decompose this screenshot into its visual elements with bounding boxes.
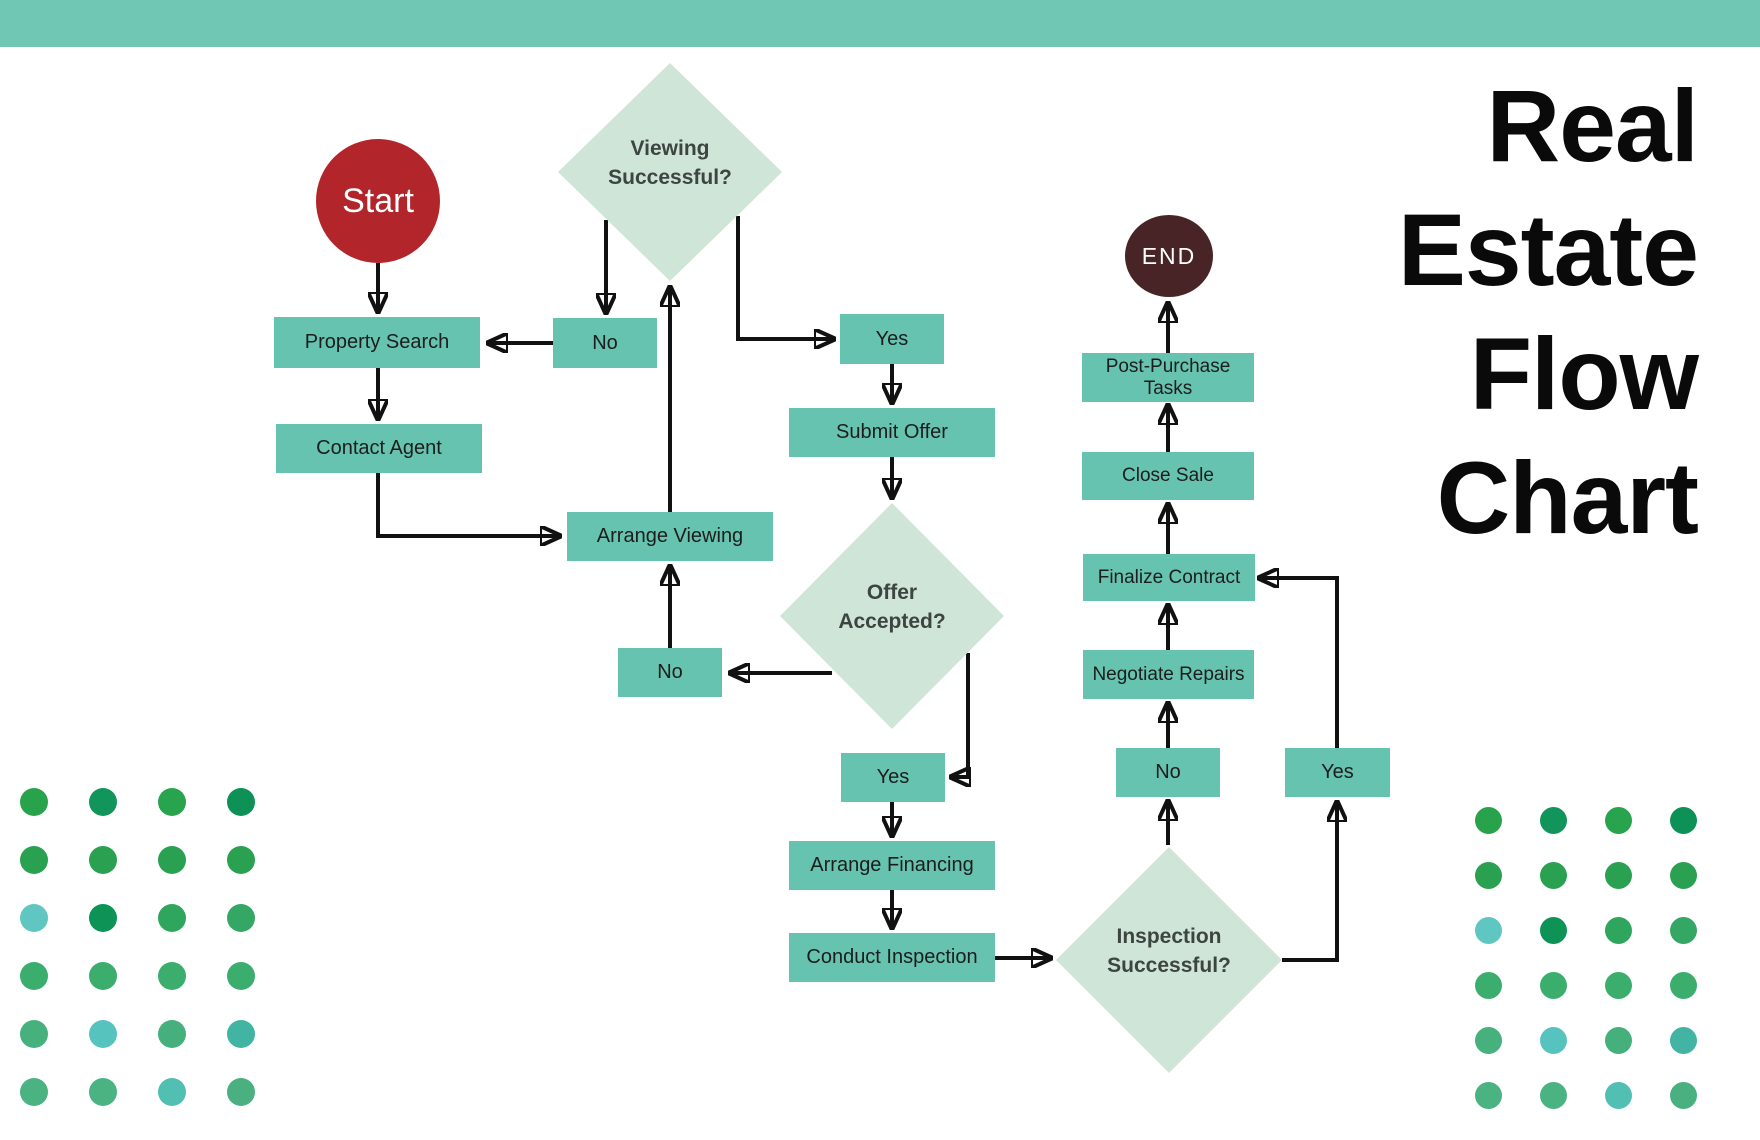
dot: [227, 1020, 255, 1048]
decorative-dot-grid-right: [1475, 807, 1697, 1109]
dot: [89, 1078, 117, 1106]
viewing-decision-label: Viewing Successful?: [608, 137, 732, 189]
dot: [1475, 1027, 1502, 1054]
dot: [1670, 807, 1697, 834]
close-sale-node: Close Sale: [1082, 452, 1254, 500]
start-label: Start: [342, 181, 414, 220]
dot: [158, 962, 186, 990]
dot: [20, 1020, 48, 1048]
dot: [1540, 1082, 1567, 1109]
arrange-viewing-node: Arrange Viewing: [567, 512, 773, 561]
property-search-node: Property Search: [274, 317, 480, 368]
end-node: END: [1125, 215, 1213, 297]
page-title: Real Estate Flow Chart: [1397, 64, 1699, 560]
decorative-dot-grid-left: [20, 788, 255, 1106]
dot: [1475, 862, 1502, 889]
viewing-yes-node: Yes: [840, 314, 944, 364]
dot: [227, 904, 255, 932]
dot: [227, 788, 255, 816]
dot: [1540, 972, 1567, 999]
dot: [1540, 862, 1567, 889]
title-line: Flow: [1469, 317, 1699, 431]
arrow-yes-to-finalize-contract: [1259, 578, 1339, 748]
dot: [1605, 1082, 1632, 1109]
dot: [1475, 1082, 1502, 1109]
arrow-inspection-decision-to-yes: [1282, 802, 1337, 962]
diamond-shape: [558, 63, 782, 281]
diamond-shape: [1056, 847, 1282, 1073]
inspection-decision-label: Inspection Successful?: [1107, 925, 1231, 977]
dot: [89, 962, 117, 990]
dot: [158, 788, 186, 816]
dot: [1605, 862, 1632, 889]
end-label: END: [1141, 242, 1197, 269]
dot: [227, 962, 255, 990]
dot: [1605, 972, 1632, 999]
dot: [227, 1078, 255, 1106]
dot: [89, 846, 117, 874]
post-purchase-label: Post-Purchase Tasks: [1105, 355, 1231, 399]
dot: [158, 1020, 186, 1048]
dot: [20, 904, 48, 932]
title-line: Estate: [1397, 193, 1699, 307]
negotiate-repairs-node: Negotiate Repairs: [1083, 650, 1254, 699]
offer-no-node: No: [618, 648, 722, 697]
viewing-decision: Viewing Successful?: [558, 63, 782, 281]
header-bar: [0, 0, 1760, 47]
dot: [1540, 1027, 1567, 1054]
dot: [1540, 917, 1567, 944]
dot: [1475, 917, 1502, 944]
dot: [1540, 807, 1567, 834]
dot: [20, 788, 48, 816]
dot: [20, 846, 48, 874]
dot: [1605, 807, 1632, 834]
dot: [1670, 972, 1697, 999]
diamond-shape: [780, 503, 1004, 729]
dot: [89, 904, 117, 932]
post-purchase-tasks-node: Post-Purchase Tasks: [1082, 353, 1254, 402]
dot: [158, 1078, 186, 1106]
contact-agent-node: Contact Agent: [276, 424, 482, 473]
viewing-no-node: No: [553, 318, 657, 368]
dot: [20, 1078, 48, 1106]
arrow-contact-agent-to-arrange-viewing: [376, 473, 560, 536]
dot: [89, 788, 117, 816]
submit-offer-node: Submit Offer: [789, 408, 995, 457]
finalize-contract-node: Finalize Contract: [1083, 554, 1255, 601]
dot: [1670, 1082, 1697, 1109]
dot: [1605, 1027, 1632, 1054]
inspection-yes-node: Yes: [1285, 748, 1390, 797]
offer-yes-node: Yes: [841, 753, 945, 802]
start-node: Start: [316, 139, 440, 263]
conduct-inspection-node: Conduct Inspection: [789, 933, 995, 982]
dot: [227, 846, 255, 874]
dot: [89, 1020, 117, 1048]
dot: [158, 904, 186, 932]
dot: [158, 846, 186, 874]
dot: [1670, 1027, 1697, 1054]
dot: [1475, 807, 1502, 834]
dot: [1670, 862, 1697, 889]
dot: [1605, 917, 1632, 944]
dot: [1475, 972, 1502, 999]
offer-decision-label: Offer Accepted?: [838, 581, 946, 633]
dot: [20, 962, 48, 990]
arrange-financing-node: Arrange Financing: [789, 841, 995, 890]
dot: [1670, 917, 1697, 944]
title-line: Real: [1486, 69, 1699, 183]
inspection-decision: Inspection Successful?: [1056, 847, 1282, 1073]
offer-decision: Offer Accepted?: [780, 503, 1004, 729]
title-line: Chart: [1436, 441, 1699, 555]
inspection-no-node: No: [1116, 748, 1220, 797]
